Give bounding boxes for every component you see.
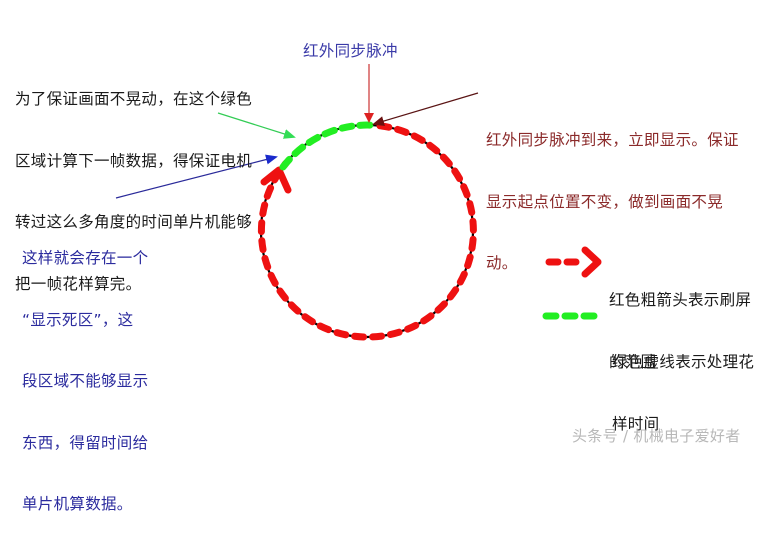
note-line: 这样就会存在一个 [22,249,149,267]
note-line: 把一帧花样算完。 [15,274,142,293]
note-line: “显示死区”，这 [22,310,134,329]
legend-line: 样时间 [612,414,660,433]
refresh-arrowhead-icon [260,166,292,194]
legend-processing-label: 绿色虚线表示处理花 样时间 [612,311,754,455]
note-line: 东西，得留时间给 [22,433,149,452]
legend-red-arrow-icon [545,246,602,278]
refresh-range-arc [257,122,477,341]
dead-zone-note: 这样就会存在一个 “显示死区”，这 段区域不能够显示 东西，得留时间给 单片机算… [22,207,148,535]
green-zone-pointer [217,112,296,139]
legend-line: 绿色虚线表示处理花 [612,353,755,371]
note-line: 单片机算数据。 [22,495,133,513]
note-line: 为了保证画面不晃动，在这个绿色 [15,90,253,108]
rotation-diagram [115,64,602,341]
note-line: 红外同步脉冲到来，立即显示。保证 [486,131,739,149]
note-line: 区域计算下一帧数据，得保证电机 [15,151,253,170]
watermark: 头条号 / 机械电子爱好者 [572,427,741,445]
green-zone-note: 为了保证画面不晃动，在这个绿色 区域计算下一帧数据，得保证电机 转过这么多角度的… [15,48,252,315]
note-line: 动。 [486,254,518,272]
legend-refresh-label: 红色粗箭头表示刷屏 的范围 [609,249,751,393]
note-line: 转过这么多角度的时间单片机能够 [15,213,253,231]
legend-line: 红色粗箭头表示刷屏 [609,291,752,309]
legend-line: 的范围 [609,352,657,371]
sync-note-pointer [372,92,479,126]
processing-time-arc [279,121,380,171]
dead-zone-pointer [115,154,278,199]
note-line: 段区域不能够显示 [22,372,149,390]
sync-pulse-note: 红外同步脉冲到来，立即显示。保证 显示起点位置不变，做到画面不晃 动。 [486,89,739,294]
diagram-title: 红外同步脉冲 [303,42,398,60]
note-line: 显示起点位置不变，做到画面不晃 [486,192,724,211]
